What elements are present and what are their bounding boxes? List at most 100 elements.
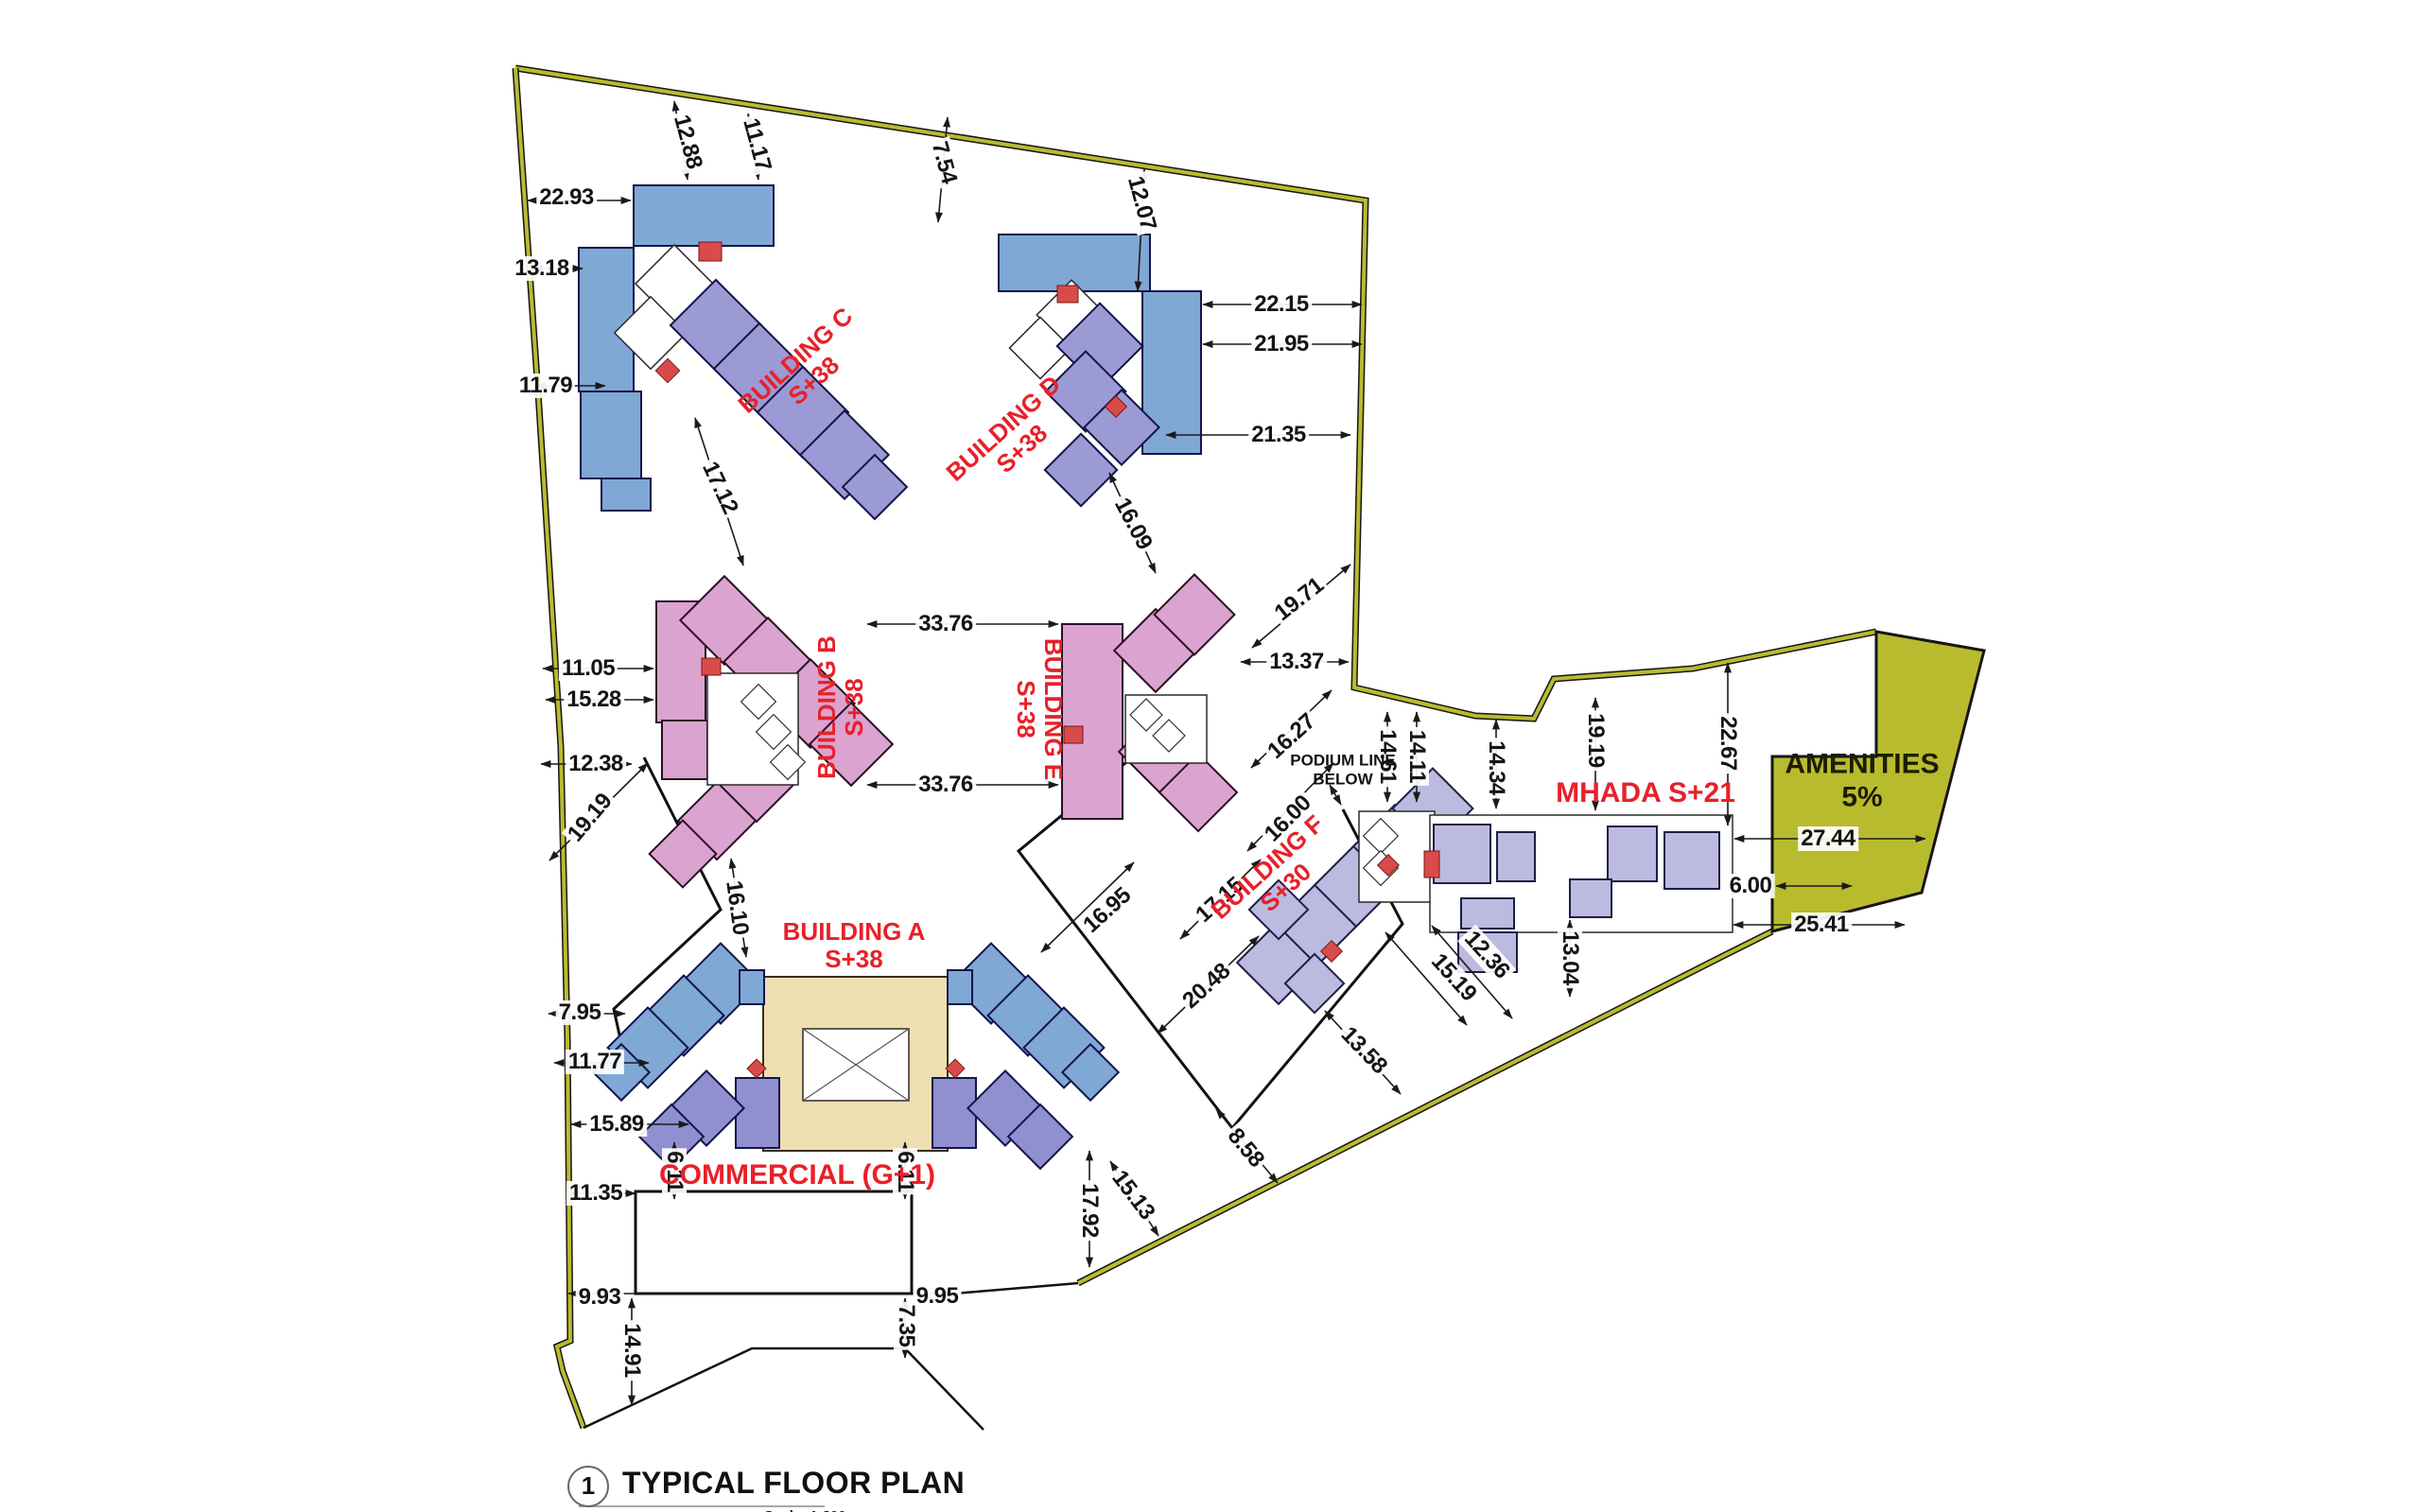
dimension-label: 12.38 [566, 752, 626, 776]
building-block-blue [601, 478, 652, 512]
amenities-area [1770, 630, 1986, 933]
lift-core [755, 713, 792, 751]
dimension-line [1385, 931, 1468, 1026]
dimension-label: 19.19 [1583, 710, 1609, 771]
dimension-label: 11.17 [737, 113, 776, 177]
building-block-purple [932, 1077, 977, 1149]
lift-core [1152, 719, 1186, 753]
dimension-label: 13.37 [1266, 650, 1327, 674]
building-block-blue [947, 969, 973, 1005]
commercial-outline [634, 1190, 914, 1295]
buildings-layer [578, 184, 1733, 1295]
dimension-label: 12.07 [1122, 170, 1161, 236]
dimension-label: 15.89 [586, 1112, 647, 1137]
building-block-periwinkle [1043, 432, 1119, 508]
dimension-label: 15.13 [1105, 1163, 1161, 1227]
dimension-label: 19.71 [1267, 571, 1332, 628]
dimension-label: 9.93 [575, 1285, 624, 1310]
building-block-pink [1158, 752, 1239, 833]
dimension-label: 22.67 [1716, 713, 1741, 773]
dimension-label: 17.12 [695, 455, 744, 521]
dimension-label: 7.35 [894, 1301, 919, 1350]
building-block-purple [735, 1077, 780, 1149]
building-block-blue [739, 969, 765, 1005]
building-block-pink [1061, 623, 1123, 820]
building-block-blue [633, 184, 775, 247]
dimension-label: 11.05 [558, 656, 618, 681]
dimension-label: 22.93 [536, 185, 597, 210]
core-block [1008, 316, 1072, 380]
dimension-label: 14.34 [1484, 738, 1509, 798]
building-block-lavender [1496, 831, 1536, 882]
dimension-label: 15.28 [564, 687, 624, 712]
stair-core [1319, 939, 1344, 964]
dimension-label: 11.79 [515, 374, 576, 398]
dimension-label: 19.19 [561, 787, 619, 849]
dimension-label: 11.35 [566, 1181, 626, 1206]
stair-core [698, 241, 723, 262]
building-block-blue [998, 234, 1151, 292]
dimension-label: 13.04 [1558, 928, 1583, 988]
dimension-label: 22.15 [1251, 292, 1312, 317]
building-block-blue [578, 247, 635, 392]
building-block-lavender [1607, 826, 1658, 882]
building-block-lavender [1460, 897, 1515, 930]
dimension-line [1040, 861, 1135, 953]
dimension-label: 25.41 [1791, 912, 1852, 937]
dimension-label: 17.92 [1077, 1180, 1103, 1241]
stair-core [746, 1058, 767, 1079]
dimension-label: 14.91 [619, 1320, 645, 1381]
building-block-purple [1006, 1103, 1074, 1171]
dimension-label: 16.09 [1107, 491, 1158, 557]
dimension-label: 14.11 [1404, 726, 1430, 787]
dimension-label: 6.00 [1726, 874, 1775, 898]
dimension-label: 11.77 [565, 1050, 625, 1074]
building-block-pink [808, 701, 895, 788]
building-block-blue [1060, 1042, 1121, 1103]
stair-core [945, 1058, 966, 1079]
core-cross-line [802, 1028, 910, 1102]
dimension-label: 7.54 [925, 136, 962, 189]
dimension-label: 12.88 [668, 109, 707, 175]
building-block-lavender [1663, 831, 1720, 890]
building-block-periwinkle [841, 453, 909, 521]
lift-core [1362, 817, 1400, 855]
stair-core [654, 357, 681, 384]
building-block-pink [1153, 573, 1236, 656]
dimension-label: 13.58 [1333, 1020, 1394, 1081]
stair-core [701, 657, 722, 676]
dimension-label: 33.76 [915, 612, 976, 636]
dimension-label: 21.35 [1248, 423, 1309, 447]
dimension-label: 8.58 [1220, 1121, 1271, 1174]
dimension-label: 27.44 [1798, 826, 1858, 851]
dimension-label: 16.95 [1076, 881, 1139, 940]
dimension-label: 16.10 [720, 876, 754, 940]
building-label: COMMERCIAL (G+1) [659, 1159, 935, 1190]
dimension-label: 13.18 [512, 256, 572, 281]
stair-core [1063, 725, 1084, 744]
stair-core [1423, 850, 1440, 878]
drawing-title: TYPICAL FLOOR PLAN [622, 1466, 966, 1500]
dimension-label: 20.48 [1176, 957, 1238, 1016]
drawing-scale: Scale: 1:800 [764, 1508, 965, 1512]
sheet-number: 1 [567, 1466, 609, 1507]
stair-core [1056, 285, 1079, 304]
building-block-pink [648, 819, 718, 889]
building-block-lavender [1247, 878, 1310, 941]
lift-core [1129, 698, 1163, 732]
dimension-line [1329, 784, 1342, 806]
dimension-label: 21.95 [1251, 332, 1312, 356]
lift-core [740, 683, 777, 721]
building-block-lavender [1569, 878, 1612, 918]
lift-core [769, 743, 807, 781]
building-block-lavender [1283, 952, 1346, 1015]
